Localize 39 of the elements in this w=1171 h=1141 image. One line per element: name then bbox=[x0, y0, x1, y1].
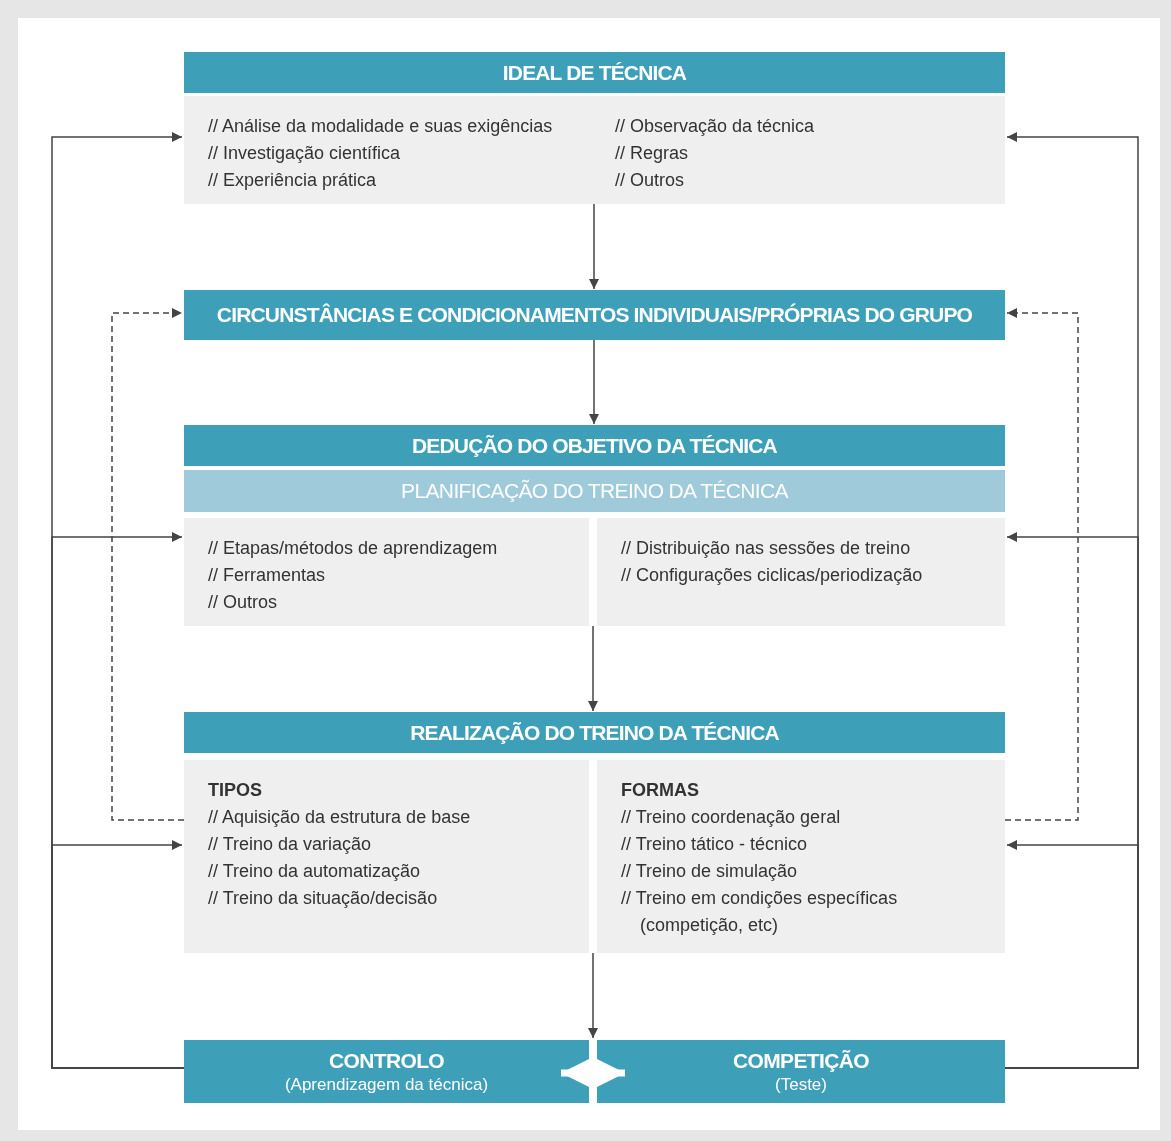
subheader-bar: PLANIFICAÇÃO DO TREINO DA TÉCNICA bbox=[184, 470, 1005, 512]
arrow bbox=[588, 625, 598, 712]
list-item: // Treino coordenação geral bbox=[621, 806, 842, 829]
result-box: CONTROLO (Aprendizagem da técnica) bbox=[184, 1040, 589, 1103]
list-item: // Regras bbox=[615, 142, 690, 165]
dashed-arrow bbox=[111, 308, 185, 821]
list-item: // Investigação científica bbox=[208, 142, 402, 165]
list-item: // Etapas/métodos de aprendizagem bbox=[208, 537, 499, 560]
list-item: // Treino tático - técnico bbox=[621, 833, 809, 856]
list-item: // Treino da variação bbox=[208, 833, 373, 856]
header-bar: CIRCUNSTÂNCIAS E CONDICIONAMENTOS INDIVIDUAIS/PRÓPRIAS DO GRUPO bbox=[184, 290, 1005, 340]
list-heading: FORMAS bbox=[621, 779, 700, 802]
arrow bbox=[51, 840, 185, 1069]
arrow bbox=[589, 203, 599, 290]
list-item: // Configurações ciclicas/periodização bbox=[621, 564, 924, 587]
header-bar: DEDUÇÃO DO OBJETIVO DA TÉCNICA bbox=[184, 425, 1005, 466]
content-panel bbox=[184, 96, 1005, 204]
list-item: // Treino da automatização bbox=[208, 860, 422, 883]
header-bar: REALIZAÇÃO DO TREINO DA TÉCNICA bbox=[184, 712, 1005, 753]
list-item: // Experiência prática bbox=[208, 169, 378, 192]
dashed-arrow bbox=[1004, 308, 1079, 821]
list-item: // Outros bbox=[615, 169, 686, 192]
list-item: // Observação da técnica bbox=[615, 115, 815, 138]
list-item: // Treino de simulação bbox=[621, 860, 799, 883]
arrow bbox=[588, 952, 598, 1039]
list-item: // Distribuição nas sessões de treino bbox=[621, 537, 912, 560]
list-item: // Treino da situação/decisão bbox=[208, 887, 439, 910]
arrow bbox=[1004, 840, 1139, 1069]
result-box: COMPETIÇÃO (Teste) bbox=[597, 1040, 1005, 1103]
list-item: // Ferramentas bbox=[208, 564, 327, 587]
arrow bbox=[589, 339, 599, 425]
header-bar: IDEAL DE TÉCNICA bbox=[184, 52, 1005, 93]
list-item: // Treino em condições específicas (competição, etc) bbox=[621, 887, 899, 937]
list-item: // Análise da modalidade e suas exigências bbox=[208, 115, 554, 138]
content-panel bbox=[597, 760, 1005, 953]
list-item: // Aquisição da estrutura de base bbox=[208, 806, 472, 829]
content-panel bbox=[184, 760, 589, 953]
list-item: // Outros bbox=[208, 591, 279, 614]
list-heading: TIPOS bbox=[208, 779, 263, 802]
